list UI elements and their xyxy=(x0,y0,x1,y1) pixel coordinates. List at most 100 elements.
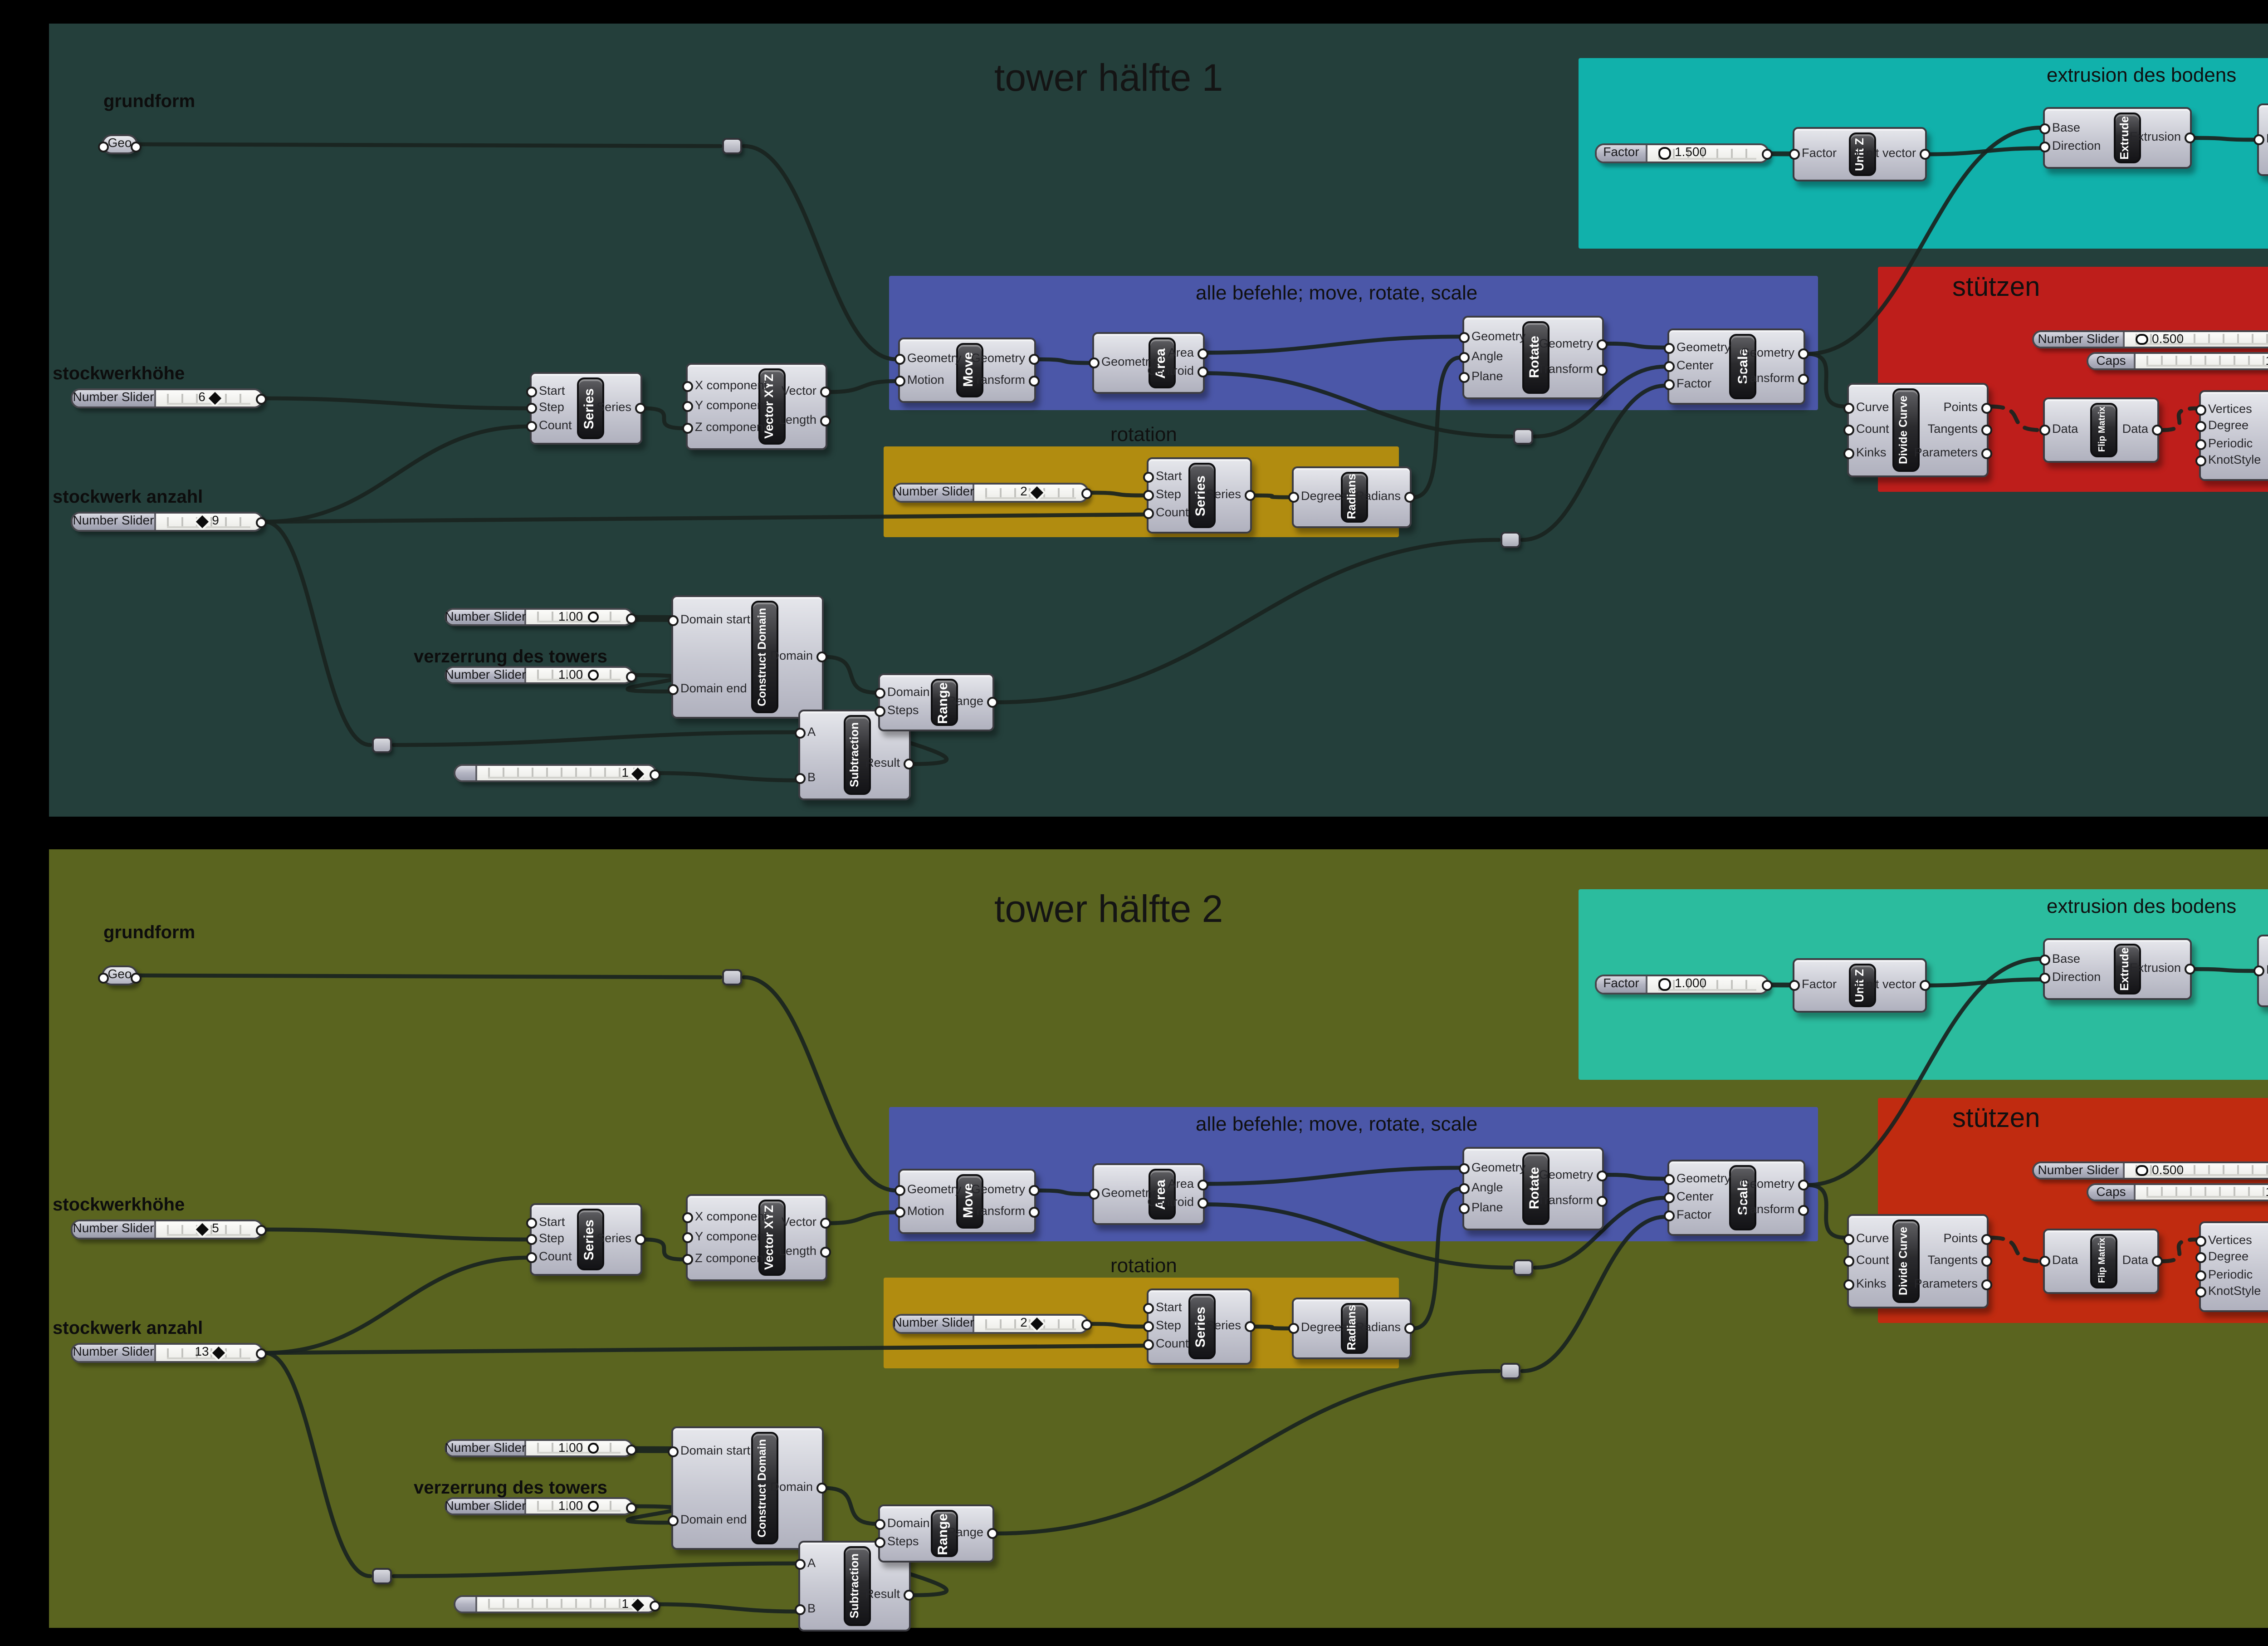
stockwerk-anzahl-number-slider-track[interactable]: 13 xyxy=(156,1345,261,1361)
move-component-in-port-motion[interactable] xyxy=(894,1206,905,1217)
interpolate-component[interactable]: InterpolateVerticesDegreePeriodicKnotSty… xyxy=(2195,390,2268,481)
vector-xyz-component-out-port-length[interactable] xyxy=(820,1246,831,1257)
wire[interactable] xyxy=(2191,967,2258,973)
domain-start-number-slider-track[interactable]: 1.00 xyxy=(526,1441,631,1455)
rotation-series-component-out-port-series[interactable] xyxy=(1245,490,1256,501)
relay-node[interactable] xyxy=(722,138,742,154)
cap-holes-component-in-port-brep[interactable] xyxy=(2253,134,2264,145)
caps-number-slider[interactable]: Caps1 xyxy=(2087,352,2268,370)
rotation-series-component-in-port-step[interactable] xyxy=(1143,1321,1154,1332)
series-component-in-port-step[interactable] xyxy=(526,1234,537,1245)
rotate-component-in-port-angle[interactable] xyxy=(1459,1183,1470,1194)
flip-matrix-component-name-capsule[interactable]: Flip Matrix xyxy=(2089,1234,2116,1288)
scale-component-in-port-factor[interactable] xyxy=(1664,379,1675,390)
relay-node[interactable] xyxy=(1501,1363,1520,1379)
wire[interactable] xyxy=(263,1255,530,1355)
rotate-component-out-port-geometry[interactable] xyxy=(1597,338,1608,350)
rotation-series-component-name-capsule[interactable]: Series xyxy=(1188,463,1215,528)
rotate-component-in-port-geometry[interactable] xyxy=(1459,1163,1470,1174)
radians-component-in-port-degrees[interactable] xyxy=(1288,1323,1299,1334)
wire[interactable] xyxy=(1251,1324,1292,1331)
scale-component-name-capsule[interactable]: Scale xyxy=(1729,1165,1756,1230)
stockwerk-anzahl-number-slider-out-port[interactable] xyxy=(256,517,267,528)
interpolate-component[interactable]: InterpolateVerticesDegreePeriodicKnotSty… xyxy=(2195,1221,2268,1312)
wire[interactable] xyxy=(1204,371,1514,439)
slider-knob[interactable] xyxy=(1658,147,1670,159)
move-component-name-capsule[interactable]: Move xyxy=(955,343,982,397)
divide-curve-component-in-port-count[interactable] xyxy=(1843,1256,1854,1267)
cap-holes-component[interactable]: Cap HolesBrepBrep xyxy=(2253,103,2268,176)
rotate-component-out-port-geometry[interactable] xyxy=(1597,1170,1608,1181)
rotate-component-name-capsule[interactable]: Rotate xyxy=(1521,321,1549,394)
range-component-name-capsule[interactable]: Range xyxy=(930,679,958,726)
geo-parameter-in-port[interactable] xyxy=(98,972,109,983)
stockwerkhoehe-number-slider-track[interactable]: 6 xyxy=(156,390,261,407)
extrude-component-in-port-base[interactable] xyxy=(2039,122,2050,134)
move-component-out-port-geometry[interactable] xyxy=(1029,1186,1040,1197)
wire[interactable] xyxy=(1411,1186,1463,1331)
area-component-name-capsule[interactable]: Area xyxy=(1148,1169,1175,1220)
unit-z-component-in-port-factor[interactable] xyxy=(1789,980,1800,991)
rotation-number-slider-out-port[interactable] xyxy=(1081,488,1092,499)
wire[interactable] xyxy=(1805,1183,1848,1240)
wire[interactable] xyxy=(263,1343,1147,1355)
wire[interactable] xyxy=(1088,490,1147,498)
range-component-in-port-steps[interactable] xyxy=(875,1537,885,1548)
flip-matrix-component-name-capsule[interactable]: Flip Matrix xyxy=(2089,403,2116,457)
divide-curve-component-in-port-kinks[interactable] xyxy=(1843,1279,1854,1289)
extrude-component-out-port-extrusion[interactable] xyxy=(2185,132,2195,143)
radius-number-slider-track[interactable]: 0.500 xyxy=(2125,332,2268,347)
radians-component-out-port-radians[interactable] xyxy=(1404,1323,1415,1334)
b-number-slider-track[interactable]: 1 xyxy=(477,766,655,780)
interpolate-component-in-port-vertices[interactable] xyxy=(2195,1235,2206,1246)
construct-domain-component-in-port-domain-start[interactable] xyxy=(668,1446,679,1458)
unit-z-component-name-capsule[interactable]: Unit Z xyxy=(1848,964,1875,1007)
extrude-component-name-capsule[interactable]: Extrude xyxy=(2113,944,2141,994)
rotation-series-component-out-port-series[interactable] xyxy=(1245,1321,1256,1332)
series-component-name-capsule[interactable]: Series xyxy=(576,377,604,439)
geo-parameter-out-port[interactable] xyxy=(131,141,142,152)
area-component-out-port-centroid[interactable] xyxy=(1198,367,1208,378)
vector-xyz-component-name-capsule[interactable]: Vector XYZ xyxy=(759,1200,787,1276)
stockwerk-anzahl-number-slider-out-port[interactable] xyxy=(256,1348,267,1359)
subtraction-component-in-port-a[interactable] xyxy=(795,1559,806,1570)
geo-parameter[interactable]: Geo xyxy=(98,965,142,985)
subtraction-component-in-port-a[interactable] xyxy=(795,728,806,739)
rotation-series-component-in-port-start[interactable] xyxy=(1143,1303,1154,1314)
interpolate-component-in-port-periodic[interactable] xyxy=(2195,1270,2206,1281)
divide-curve-component-out-port-tangents[interactable] xyxy=(1981,425,1992,436)
move-component-in-port-motion[interactable] xyxy=(894,375,905,386)
wire[interactable] xyxy=(1204,1202,1514,1270)
domain-end-number-slider-track[interactable]: 1.00 xyxy=(526,668,631,682)
stockwerkhoehe-number-slider-out-port[interactable] xyxy=(256,394,267,405)
factor-number-slider-track[interactable]: 1.000 xyxy=(1647,976,1767,993)
wire[interactable] xyxy=(626,1504,679,1525)
b-number-slider[interactable]: 1 xyxy=(454,1595,660,1613)
series-component-out-port-series[interactable] xyxy=(635,403,646,414)
divide-curve-component-name-capsule[interactable]: Divide Curve xyxy=(1892,388,1919,472)
radius-number-slider-track[interactable]: 0.500 xyxy=(2125,1163,2268,1178)
range-component-in-port-domain[interactable] xyxy=(875,1519,885,1530)
rotation-series-component-in-port-start[interactable] xyxy=(1143,472,1154,483)
series-component-in-port-start[interactable] xyxy=(526,1217,537,1228)
divide-curve-component-name-capsule[interactable]: Divide Curve xyxy=(1892,1220,1919,1303)
rotate-component-in-port-plane[interactable] xyxy=(1459,1203,1470,1214)
radians-component-in-port-degrees[interactable] xyxy=(1288,492,1299,503)
wire[interactable] xyxy=(1805,352,1848,409)
wire[interactable] xyxy=(994,538,1501,705)
wire[interactable] xyxy=(1926,977,2043,988)
wire[interactable] xyxy=(1204,334,1463,355)
stockwerkhoehe-number-slider-track[interactable]: 5 xyxy=(156,1221,261,1238)
slider-knob[interactable] xyxy=(1658,979,1670,990)
scale-component-in-port-center[interactable] xyxy=(1664,1192,1675,1203)
scale-component-out-port-transform[interactable] xyxy=(1798,1204,1809,1215)
rotation-number-slider-out-port[interactable] xyxy=(1081,1319,1092,1330)
